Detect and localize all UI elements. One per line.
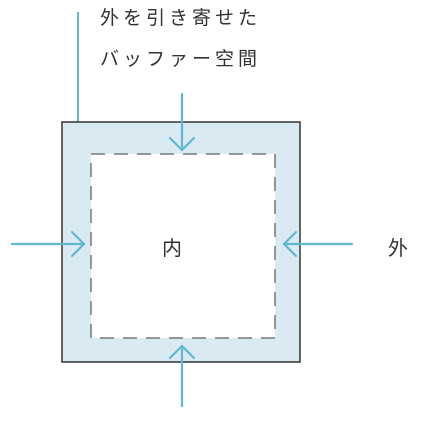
arrow-right xyxy=(282,230,354,258)
arrow-left xyxy=(10,230,86,258)
arrow-bottom xyxy=(168,344,196,408)
callout-text-line-1: 外を引き寄せた xyxy=(100,7,262,29)
inside-label: 内 xyxy=(162,236,182,260)
inner-region xyxy=(90,153,276,339)
arrow-top xyxy=(168,92,196,152)
outside-label: 外 xyxy=(388,236,408,260)
callout-text-line-2: バッファー空間 xyxy=(100,48,262,70)
